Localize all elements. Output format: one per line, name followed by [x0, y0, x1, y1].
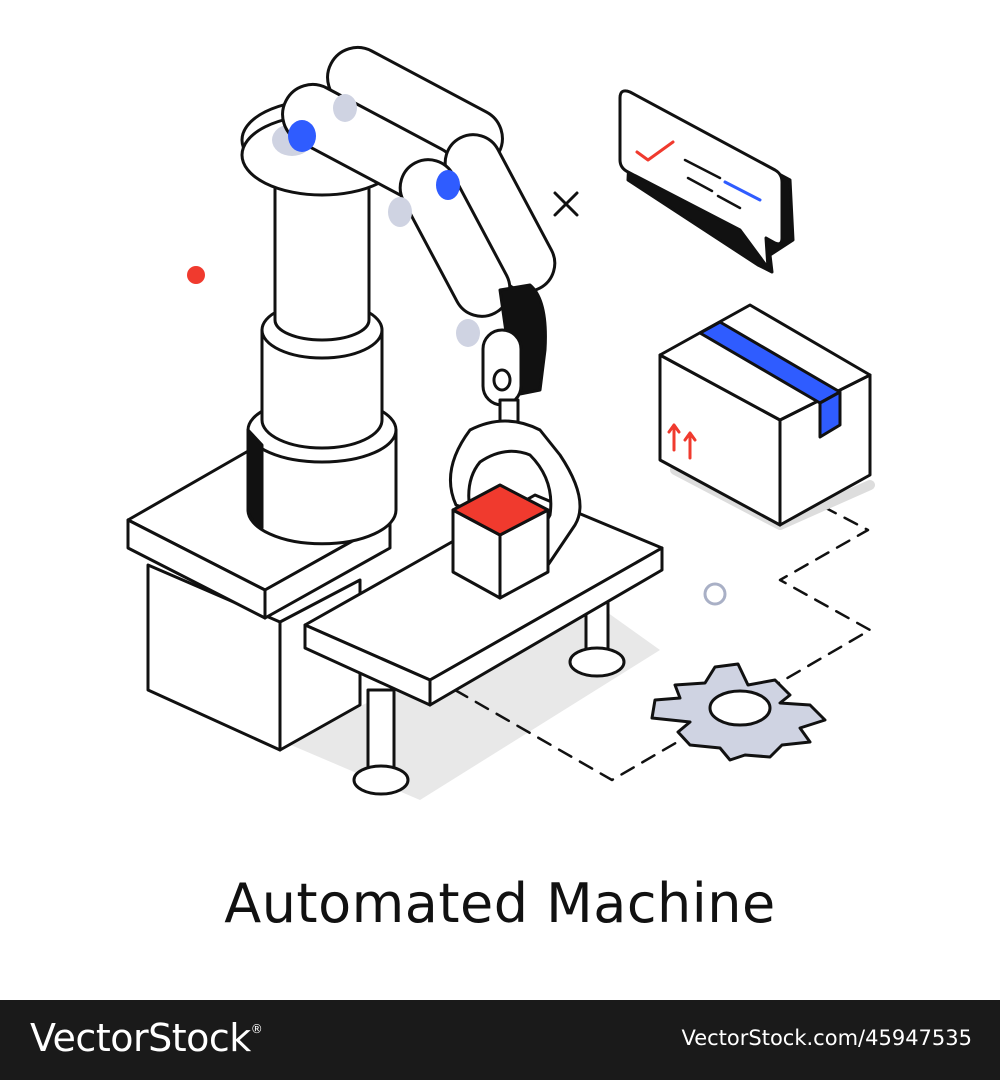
caption-title: Automated Machine: [224, 872, 776, 935]
cross-mark: [553, 191, 579, 217]
watermark-image-ref: VectorStock.com/45947535: [681, 1026, 972, 1050]
watermark-bar: VectorStock® VectorStock.com/45947535: [0, 1000, 1000, 1080]
message-bubble-icon: [618, 89, 795, 274]
dashed-path: [453, 503, 872, 782]
product-cube: [451, 483, 550, 600]
robot-arm: [281, 45, 557, 436]
registered-mark: ®: [250, 1022, 263, 1036]
red-dot: [187, 266, 205, 284]
brand-name: VectorStock: [30, 1016, 251, 1060]
ring-dot: [703, 582, 727, 606]
shipping-box-icon: [658, 303, 875, 530]
watermark-brand: VectorStock®: [30, 1016, 263, 1060]
machine-base: [126, 448, 392, 752]
gear-icon: [650, 662, 827, 762]
floor-shadow: [150, 600, 660, 800]
automated-machine-illustration: [126, 45, 875, 800]
